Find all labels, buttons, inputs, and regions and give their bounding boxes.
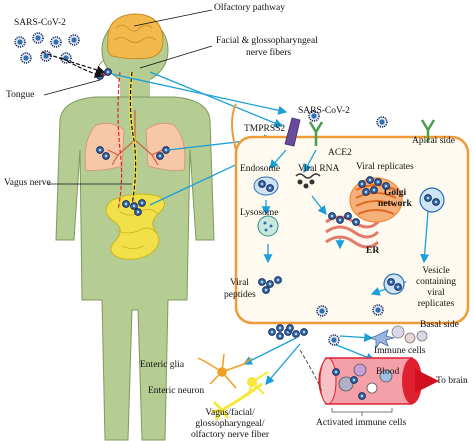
label-viral-rna: Viral RNA xyxy=(298,164,340,174)
label-golgi-2: network xyxy=(378,199,412,209)
label-facial-glosso-1: Facial & glossopharyngeal xyxy=(216,36,318,46)
ace2-receptor xyxy=(308,121,324,146)
label-enteric-neuron: Enteric neuron xyxy=(148,386,205,396)
label-immune-cells: Immune cells xyxy=(374,346,426,356)
label-basal-side: Basal side xyxy=(420,320,459,330)
label-vagus-fiber-2: glossopharyngeal/ xyxy=(195,419,265,429)
label-activated-immune-cells: Activated immune cells xyxy=(316,418,407,428)
immune-cells xyxy=(368,325,428,350)
label-vagus-fiber-1: Vagus/facial/ xyxy=(205,408,255,418)
label-sars-cov2-cell: SARS-CoV-2 xyxy=(298,106,350,116)
label-vagus-nerve: Vagus nerve xyxy=(4,178,51,188)
tongue-pointer xyxy=(43,79,101,96)
neuron-to-blood-arrow xyxy=(265,343,301,385)
label-tongue: Tongue xyxy=(6,90,35,100)
olfactory-pointer xyxy=(133,9,213,27)
sars-cov2-particles xyxy=(14,32,80,64)
spinal-route xyxy=(117,71,123,211)
blood-vessel xyxy=(318,357,422,405)
body-to-cell-arrows xyxy=(111,71,288,206)
inhalation-arrows xyxy=(41,51,106,78)
vagus-nerve-route xyxy=(129,71,137,206)
label-apical-side: Apical side xyxy=(412,136,456,146)
brain xyxy=(107,13,164,60)
label-facial-glosso-2: nerve fibers xyxy=(246,48,292,58)
viral-rna xyxy=(295,173,321,189)
label-enteric-glia: Enteric glia xyxy=(140,360,185,370)
label-tmprss2: TMPRSS2 xyxy=(244,124,286,134)
label-endosome: Endosome xyxy=(240,164,281,174)
label-sars-cov2-left: SARS-CoV-2 xyxy=(14,18,66,28)
label-vesicle-4: replicates xyxy=(417,299,455,309)
endosome xyxy=(253,176,279,196)
label-lysosome: Lysosome xyxy=(240,208,279,218)
vesicle-upper xyxy=(419,187,445,213)
label-vagus-fiber-3: olfactory nerve fiber xyxy=(190,430,270,440)
lysosome xyxy=(257,215,279,237)
nerve-fiber xyxy=(211,382,263,421)
label-vesicle-3: viral xyxy=(427,288,445,298)
vesicle-lower xyxy=(383,273,405,295)
label-golgi-1: Golgi xyxy=(384,188,407,198)
label-olfactory-pathway: Olfactory pathway xyxy=(214,3,285,13)
label-blood: Blood xyxy=(376,367,400,377)
label-viral-peptides-2: peptides xyxy=(224,290,256,300)
enteric-glia xyxy=(197,353,253,389)
golgi-network xyxy=(349,176,403,223)
neuron-to-fiber-route xyxy=(299,349,323,393)
ace2-receptor-right xyxy=(420,119,436,142)
activated-bracket xyxy=(331,408,393,416)
label-vesicle-2: containing xyxy=(415,277,457,287)
label-ace2: ACE2 xyxy=(328,148,352,158)
blood-cells xyxy=(332,363,393,400)
label-er: ER xyxy=(366,246,380,256)
released-virus-cluster xyxy=(268,324,340,346)
label-viral-peptides-1: Viral xyxy=(230,278,249,288)
label-vesicle-1: Vesicle xyxy=(422,266,450,276)
facial-pointer xyxy=(139,45,213,69)
label-viral-replicates: Viral replicates xyxy=(356,162,414,172)
tmprss2-receptor xyxy=(284,117,301,147)
label-to-brain: To brain xyxy=(436,376,468,386)
